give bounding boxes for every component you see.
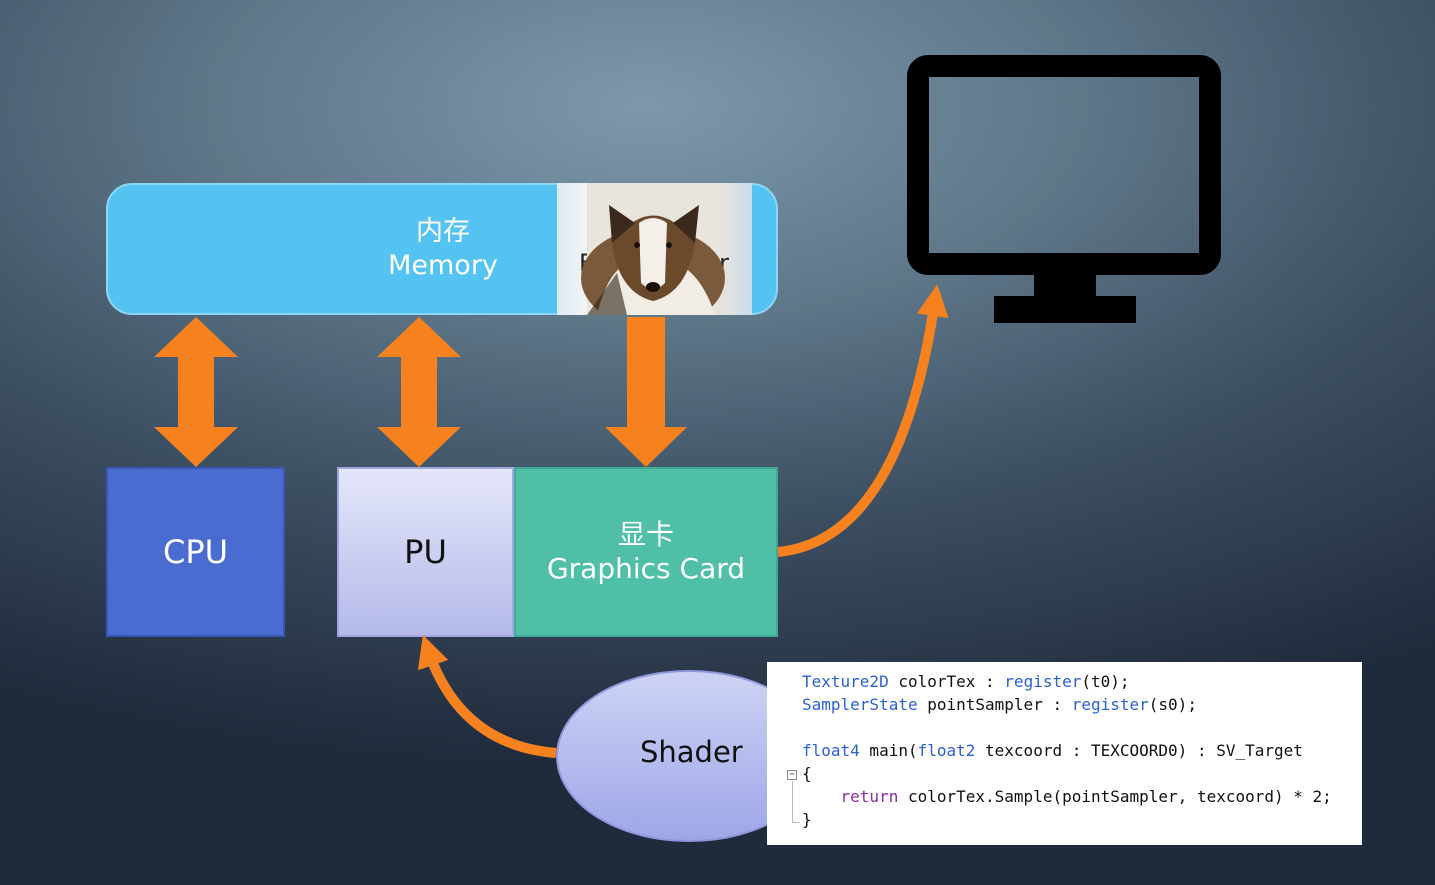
code-line: Texture2D colorTex : register(t0); [767, 670, 1362, 693]
code-lines: Texture2D colorTex : register(t0);Sample… [767, 670, 1362, 831]
graphics-card-box: 显卡 Graphics Card [514, 467, 778, 637]
code-token [802, 787, 841, 806]
shader-label: Shader [640, 735, 743, 769]
cpu-label: CPU [162, 533, 229, 571]
code-token: main( [859, 741, 918, 760]
code-token: pointSampler : [917, 695, 1072, 714]
pu-box: PU [337, 467, 514, 637]
double-arrow-memory-pu [377, 317, 461, 467]
fold-guide-end [792, 822, 800, 823]
code-token: float2 [917, 741, 976, 760]
code-line: return colorTex.Sample(pointSampler, tex… [767, 785, 1362, 808]
code-line: float4 main(float2 texcoord : TEXCOORD0)… [767, 739, 1362, 762]
arrow-memory-to-graphics-card [605, 317, 687, 467]
code-token: colorTex.Sample(pointSampler, texcoord) … [898, 787, 1332, 806]
code-line [767, 716, 1362, 739]
code-line: SamplerState pointSampler : register(s0)… [767, 693, 1362, 716]
arrow-shader-to-pu [417, 634, 557, 758]
code-token: Texture2D [802, 672, 889, 691]
code-token: register [1071, 695, 1149, 714]
shader-code-panel: Texture2D colorTex : register(t0);Sample… [767, 662, 1362, 845]
cpu-box: CPU [106, 467, 285, 637]
code-token: register [1004, 672, 1082, 691]
graphics-card-label-zh: 显卡 [617, 518, 674, 551]
code-line: { [767, 762, 1362, 785]
code-token: (s0); [1148, 695, 1197, 714]
memory-label-zh: 内存 [416, 216, 470, 247]
double-arrow-memory-cpu [154, 317, 238, 467]
code-token: texcoord : TEXCOORD0) : SV_Target [975, 741, 1303, 760]
code-token: return [840, 787, 899, 806]
arrow-graphics-card-to-monitor [777, 284, 949, 557]
dog-photo: F er [557, 183, 752, 315]
code-token: { [802, 764, 812, 783]
code-token: float4 [802, 741, 860, 760]
dog-image [581, 183, 725, 315]
code-token: (t0); [1081, 672, 1130, 691]
code-line: } [767, 808, 1362, 831]
graphics-card-label-en: Graphics Card [546, 552, 746, 585]
fold-guide-line [792, 781, 793, 823]
code-token: colorTex : [888, 672, 1005, 691]
code-token: SamplerState [802, 695, 918, 714]
pu-label: PU [404, 533, 447, 571]
memory-label-en: Memory [388, 250, 498, 281]
fold-collapse-icon[interactable]: − [787, 769, 797, 780]
code-token: } [802, 810, 812, 829]
